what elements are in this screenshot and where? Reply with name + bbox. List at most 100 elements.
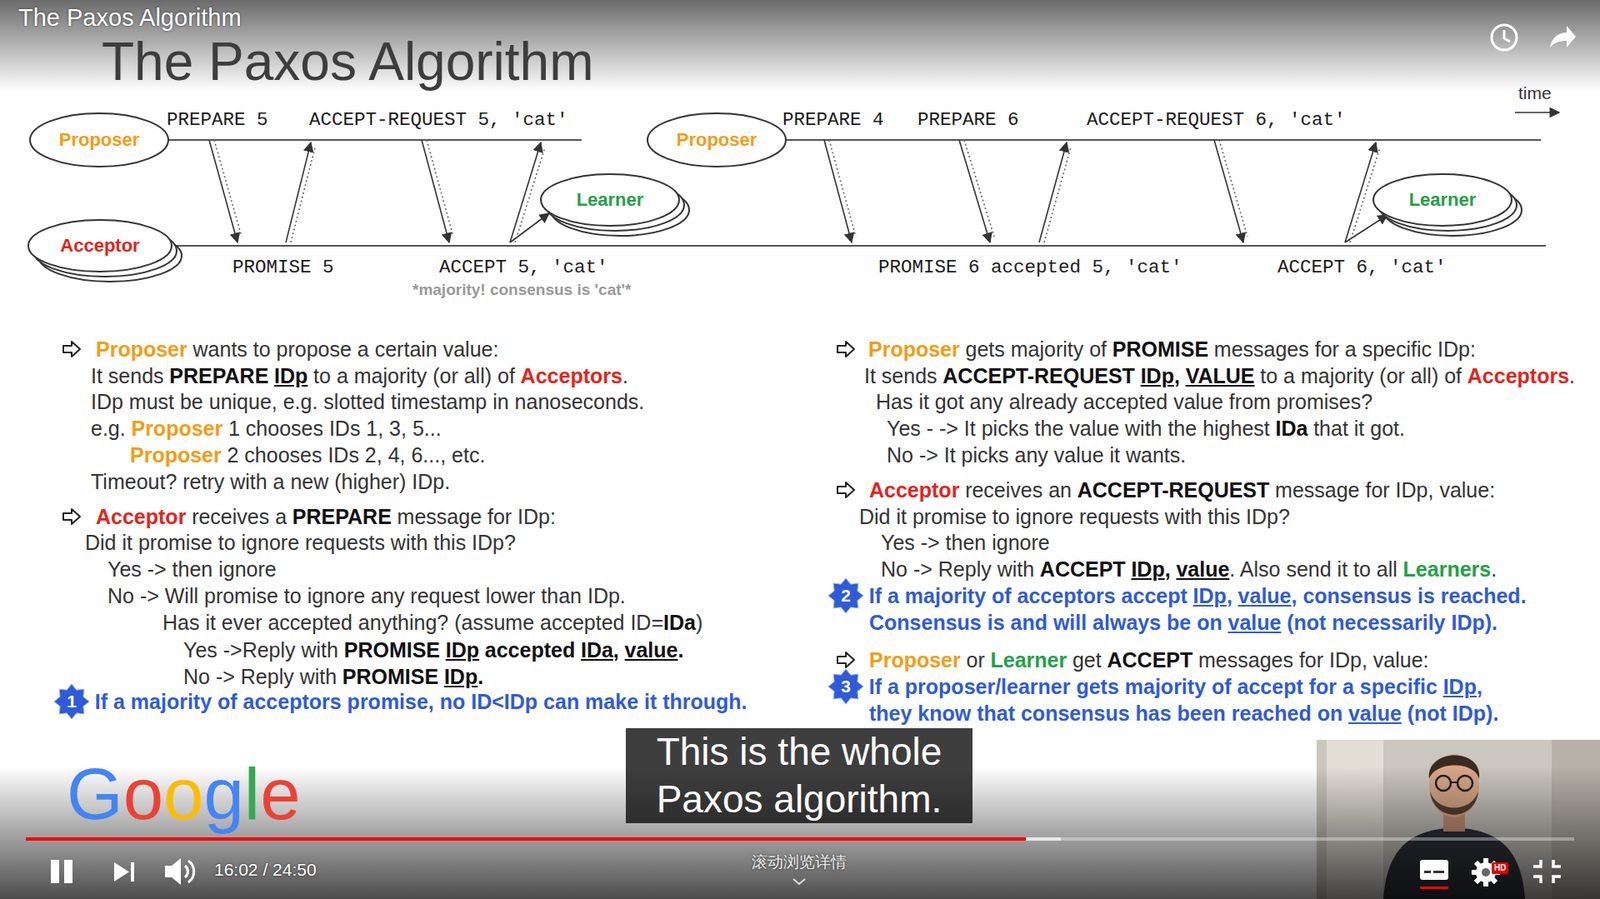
bullet-line: Did it promise to ignore requests with t…	[85, 529, 516, 556]
progress-buffer	[25, 837, 1061, 841]
body-text: Yes -> then ignore	[880, 530, 1050, 555]
playback-time: 16:02 / 24:50	[214, 859, 317, 881]
starburst	[828, 669, 864, 705]
volume-wave	[185, 865, 188, 878]
slide-title: The Paxos Algorithm	[101, 31, 595, 94]
bullet-line: No -> It picks any value it wants.	[886, 441, 1186, 469]
dotted-line	[515, 147, 545, 243]
key-point: (not IDp).	[1407, 701, 1500, 726]
message-arrow	[1214, 140, 1244, 243]
next-icon-bar	[130, 862, 135, 882]
bullet-arrows	[63, 341, 855, 668]
volume-speaker	[165, 858, 181, 885]
acceptor-timeline	[171, 245, 1546, 247]
key-point: IDp	[1193, 584, 1227, 609]
bullet-line: 2If a majority of acceptors acceptIDp,va…	[828, 582, 1527, 610]
role-name: Proposer	[676, 129, 758, 151]
bullet-arrow	[63, 341, 80, 357]
keyword: PREPARE	[292, 505, 392, 530]
dotted-line	[1219, 140, 1248, 237]
body-text: .	[1490, 557, 1497, 582]
keyword: ACCEPT	[1106, 648, 1193, 673]
next-icon	[114, 862, 130, 882]
bullet-line: No -> Reply withACCEPTIDp,value. Also se…	[880, 555, 1497, 583]
body-text: 2 chooses IDs 2, 4, 6..., etc.	[227, 443, 486, 468]
bullet-line: Proposergets majority ofPROMISEmessages …	[868, 335, 1476, 363]
key-point: they know that consensus has been reache…	[869, 701, 1343, 726]
starburst	[54, 684, 90, 720]
role-name: Learner	[576, 189, 645, 211]
proposer-timeline	[785, 139, 1541, 141]
role-name: Proposer	[130, 416, 223, 441]
body-text: . Also send it to all	[1229, 557, 1398, 582]
bullet-line: Proposerwants to propose a certain value…	[95, 335, 499, 363]
keyword: value	[625, 638, 679, 663]
bullet-line: It sendsPREPAREIDpto a majority (or all)…	[90, 362, 629, 390]
bullet-line: 1If a majority of acceptors promise, no …	[54, 688, 748, 715]
ellipse-shape	[30, 113, 169, 167]
body-text: IDp must be unique, e.g. slotted timesta…	[90, 390, 645, 415]
role-name: Acceptors	[1467, 364, 1570, 389]
watch-later-icon	[1491, 25, 1517, 50]
ellipse-shape	[28, 220, 172, 272]
key-point: If a majority of acceptors promise, no I…	[95, 690, 748, 715]
callout-number: 3	[828, 669, 864, 705]
bullet-line: No -> Will promise to ignore any request…	[107, 582, 626, 610]
message-label: PREPARE 6	[917, 109, 1020, 131]
bullet-line: Did it promise to ignore requests with t…	[859, 503, 1290, 530]
dotted-line	[426, 140, 454, 237]
key-point: If a majority of acceptors accept	[869, 584, 1188, 609]
progress-played	[25, 837, 1026, 841]
bullet-line: Has it ever accepted anything? (assume a…	[162, 609, 703, 636]
node-label-group: Proposer	[30, 113, 169, 167]
pause-bar	[50, 860, 60, 884]
body-text: or	[966, 648, 985, 673]
bullet-line: they know that consensus has been reache…	[869, 700, 1499, 727]
keyword: PROMISE	[1112, 337, 1209, 362]
callout-number: 1	[54, 684, 90, 720]
key-point: (not necessarily IDp).	[1286, 610, 1498, 635]
keyword: IDp	[444, 665, 478, 690]
exit-fullscreen-icon	[1533, 860, 1561, 884]
key-point: value	[1348, 701, 1402, 726]
dotted-line	[829, 140, 856, 237]
stacked-role-ellipse: Acceptor	[26, 218, 184, 284]
callout-number: 2	[828, 578, 864, 614]
role-name: Learner	[990, 648, 1068, 673]
message-label: PREPARE 4	[782, 109, 885, 131]
bullet-line: Yes ->Reply withPROMISEIDpacceptedIDa,va…	[183, 636, 684, 664]
ellipse-shape	[540, 174, 680, 226]
bullet-line: Consensus is and will always be onvalue(…	[869, 609, 1498, 636]
bullet-line: Yes -> then ignore	[107, 555, 277, 583]
ellipse-shape	[1373, 174, 1512, 226]
scroll-hint: 滚动浏览详情	[751, 851, 847, 872]
hd-badge: HD	[1491, 862, 1509, 875]
body-text: .	[622, 364, 629, 389]
message-arrow	[421, 140, 450, 243]
bullet-line: e.g.Proposer1 chooses IDs 1, 3, 5...	[90, 415, 442, 442]
keyword: PROMISE	[344, 638, 440, 663]
body-text: Yes -> then ignore	[107, 557, 277, 582]
subtitles-icon	[1420, 860, 1449, 880]
message-label: ACCEPT-REQUEST 5, 'cat'	[309, 109, 569, 131]
message-arrow	[510, 142, 541, 243]
keyword: VALUE	[1185, 364, 1255, 389]
role-name: Acceptor	[869, 478, 960, 503]
key-point: ,	[1226, 584, 1233, 609]
bullet-line: Acceptorreceives anACCEPT-REQUESTmessage…	[869, 476, 1495, 504]
message-arrow	[285, 142, 311, 243]
body-text: It sends	[90, 364, 165, 389]
body-text: wants to propose a certain value:	[193, 337, 500, 362]
subtitles-icon-line	[1424, 870, 1431, 874]
role-name: Proposer	[869, 648, 961, 673]
dotted-line	[290, 147, 315, 243]
keyword: ACCEPT-REQUEST	[942, 364, 1135, 389]
key-point: If a proposer/learner gets majority of a…	[869, 675, 1438, 700]
corner-bracket	[1533, 876, 1541, 884]
keyword: PREPARE	[169, 364, 269, 389]
keyword: IDp	[445, 638, 480, 663]
keyword: ,	[1174, 364, 1180, 389]
bullet-line: It sendsACCEPT-REQUESTIDp,VALUEto a majo…	[864, 362, 1575, 390]
